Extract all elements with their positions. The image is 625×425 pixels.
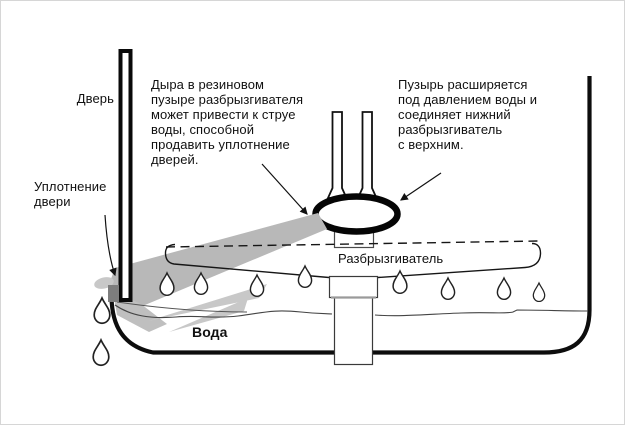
- door-seal-block: [108, 285, 119, 302]
- sprayer-label: Разбрызгиватель: [338, 251, 444, 266]
- water-line-left: [114, 304, 333, 319]
- water-drop: [532, 282, 546, 303]
- water-drop: [496, 277, 512, 301]
- splash-streak-2: [169, 298, 248, 332]
- door-seal-label: Уплотнение двери: [34, 179, 107, 209]
- riser-tube-right: [356, 111, 378, 199]
- water-line-right: [374, 309, 589, 317]
- water-label: Вода: [192, 324, 228, 340]
- arrow-seal-label: [104, 214, 117, 277]
- water-drop-leak: [92, 339, 110, 367]
- door-label: Дверь: [76, 91, 114, 106]
- water-drop: [440, 277, 456, 301]
- hole-note: Дыра в резиновом пузыре разбрызгивателя …: [151, 77, 304, 167]
- riser-tubes: [326, 111, 378, 199]
- callout-arrows: [104, 163, 442, 277]
- water-line-ripple: [116, 301, 248, 313]
- riser-tube-left: [326, 111, 348, 199]
- water-jet: [108, 213, 327, 310]
- water-drop: [297, 265, 313, 289]
- water-drop-leak: [93, 297, 111, 325]
- sprayer-hub: [328, 275, 379, 299]
- water-drop: [249, 274, 265, 298]
- arrow-bubble-note: [400, 172, 442, 201]
- supply-column: [333, 296, 374, 366]
- bubble-note: Пузырь расширяется под давлением воды и …: [398, 77, 538, 152]
- rubber-bubble: [312, 193, 401, 235]
- splash-streak-1: [148, 284, 267, 321]
- arrow-hole-note: [261, 163, 308, 215]
- sprayer-arm-right: [377, 242, 542, 279]
- water-surface: [114, 301, 589, 319]
- water-drop: [392, 270, 408, 295]
- sprayer-arm-dashed-edge: [165, 240, 539, 248]
- sprayer-arm-left: [164, 243, 330, 279]
- door-panel: [118, 49, 133, 302]
